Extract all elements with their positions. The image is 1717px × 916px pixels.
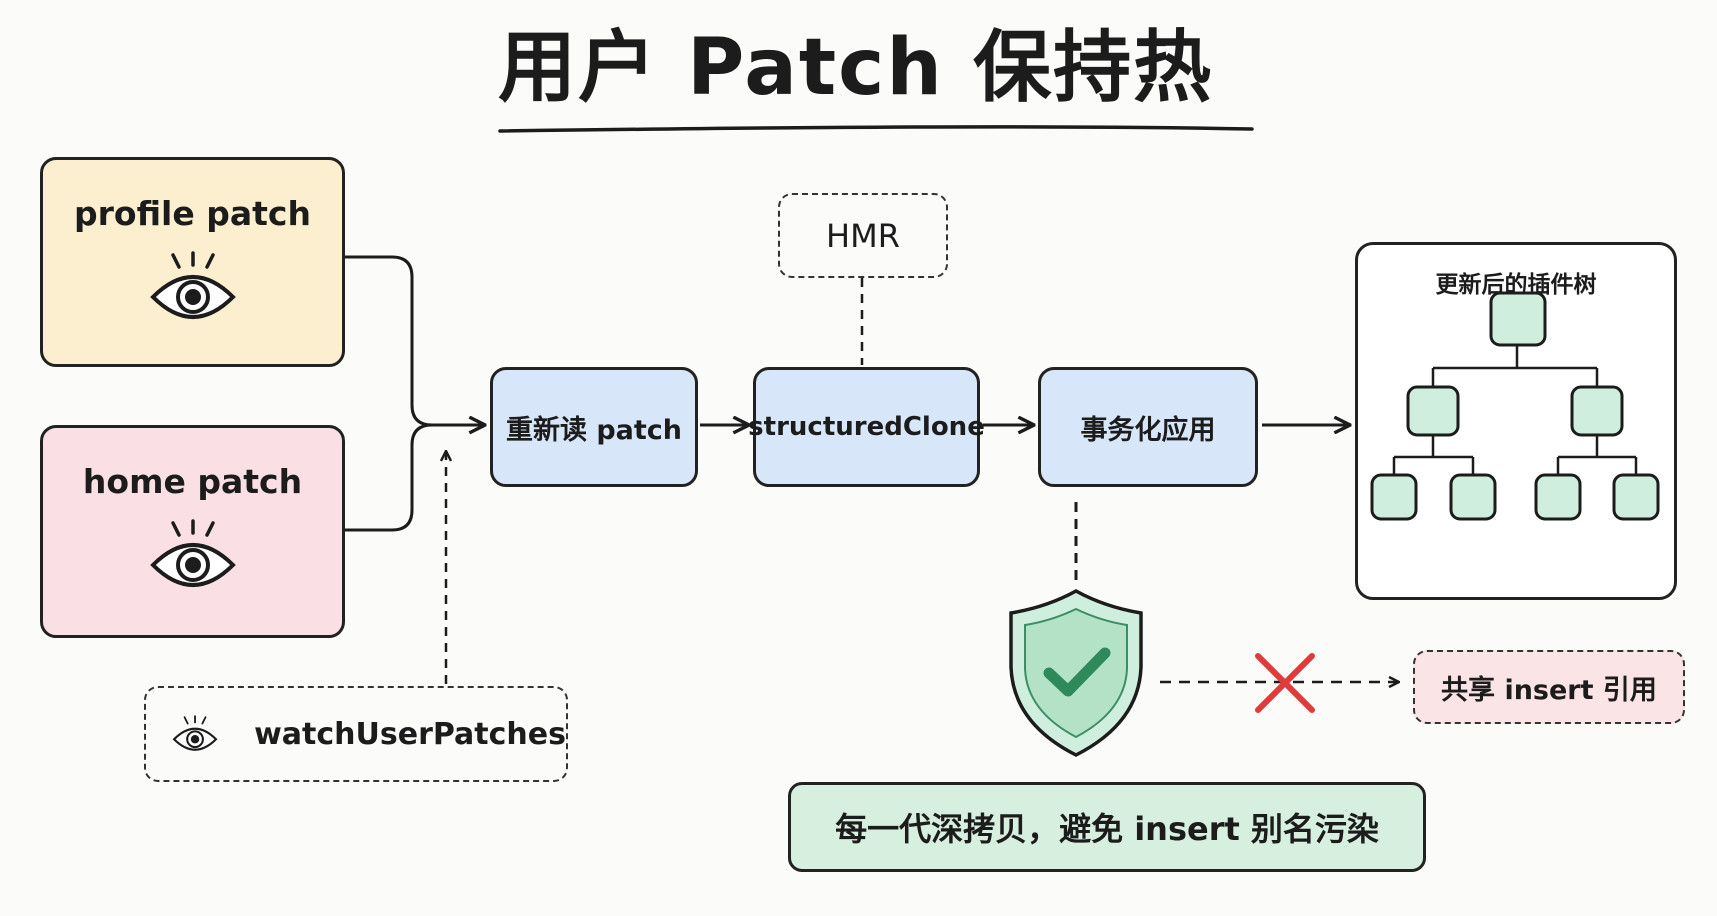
page-title: 用户 Patch 保持热 [498, 23, 1214, 113]
shield-check-icon [1009, 589, 1143, 757]
home-patch-label: home patch [82, 462, 303, 501]
structured-clone-label: structuredClone [748, 412, 985, 442]
reread-patch-step: 重新读 patch [490, 367, 698, 487]
eye-icon [172, 715, 218, 751]
profile-patch-card: profile patch [40, 157, 345, 367]
home-connector [345, 423, 433, 532]
watch-user-patches-label: watchUserPatches [254, 716, 566, 752]
tree-node [1570, 385, 1624, 437]
tree-leaf-node [1449, 473, 1497, 521]
cross-icon [1255, 653, 1315, 713]
shared-insert-reference-box: 共享 insert 引用 [1413, 650, 1685, 724]
transactional-apply-label: 事务化应用 [1080, 414, 1216, 446]
profile-connector [345, 255, 484, 425]
deep-copy-banner-label: 每一代深拷贝，避免 insert 别名污染 [835, 810, 1379, 848]
tree-leaf-node [1370, 473, 1418, 521]
tree-leaf-node [1612, 473, 1660, 521]
shared-insert-reference-label: 共享 insert 引用 [1441, 674, 1657, 706]
transactional-apply-step: 事务化应用 [1038, 367, 1258, 487]
deep-copy-banner: 每一代深拷贝，避免 insert 别名污染 [788, 782, 1426, 872]
tree-root-node [1489, 291, 1547, 347]
hmr-box: HMR [778, 193, 948, 278]
eye-icon [149, 251, 236, 319]
watch-user-patches-box: watchUserPatches [144, 686, 568, 782]
updated-plugin-tree: 更新后的插件树 [1355, 242, 1677, 600]
hmr-label: HMR [826, 216, 900, 255]
title-underline [498, 125, 1254, 133]
eye-icon [149, 519, 236, 587]
tree-diagram [1370, 291, 1660, 521]
tree-node [1406, 385, 1460, 437]
profile-patch-label: profile patch [74, 194, 311, 233]
tree-leaf-node [1534, 473, 1582, 521]
reread-patch-label: 重新读 patch [505, 414, 683, 446]
structured-clone-step: structuredClone [748, 367, 985, 487]
home-patch-card: home patch [40, 425, 345, 638]
